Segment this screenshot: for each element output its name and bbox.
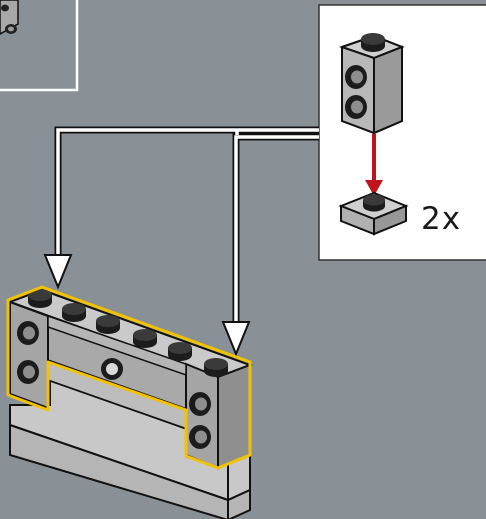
plate-1x1-icon (338, 191, 409, 236)
wall-side-studs (17, 321, 211, 449)
callout-panel (318, 4, 486, 261)
brick-wall-model (6, 285, 253, 519)
brick-1x1-side-studs-icon (338, 33, 405, 135)
quantity-label: 2x (421, 201, 462, 237)
wall-top-studs (28, 289, 228, 377)
down-arrow-icon (43, 254, 73, 290)
new-parts-highlight (6, 285, 252, 470)
previous-step-brick-icon (0, 0, 19, 35)
red-down-arrow-icon (365, 134, 383, 196)
placement-guide-arrows (54, 126, 319, 325)
previous-step-inset (0, 0, 79, 92)
down-arrow-icon (221, 321, 251, 357)
